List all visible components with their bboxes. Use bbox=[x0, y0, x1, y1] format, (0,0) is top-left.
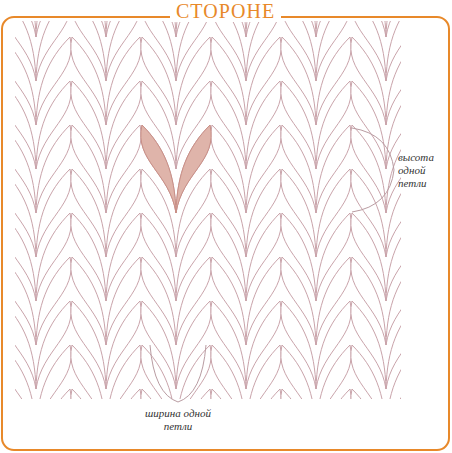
stitch-leg bbox=[106, 345, 141, 399]
stitch-leg bbox=[36, 389, 71, 399]
stitch-leg bbox=[316, 345, 351, 399]
heading: СТОРОНЕ bbox=[170, 0, 281, 22]
stitch-leg bbox=[211, 389, 246, 399]
stitch-leg bbox=[386, 389, 401, 399]
frame-border bbox=[2, 17, 449, 450]
height-bracket bbox=[352, 128, 394, 212]
stitch-leg bbox=[246, 345, 281, 399]
stitch-leg bbox=[15, 389, 36, 399]
stitch-leg bbox=[141, 389, 176, 399]
stitch-leg bbox=[106, 389, 141, 399]
dimension-label: ширина одной петли bbox=[133, 407, 223, 433]
stitch-leg bbox=[15, 345, 36, 399]
stitch-leg bbox=[246, 389, 281, 399]
stitch-leg bbox=[141, 345, 176, 399]
stitch-leg bbox=[176, 345, 211, 399]
dimension-label: высота одной петли bbox=[398, 151, 448, 190]
width-bracket bbox=[150, 345, 206, 402]
stitch-leg bbox=[281, 345, 316, 399]
stitch-leg bbox=[36, 345, 71, 399]
stitch-grid bbox=[15, 21, 401, 399]
stitch-leg bbox=[71, 389, 106, 399]
stitch-leg bbox=[211, 345, 246, 399]
stitch-leg bbox=[71, 345, 106, 399]
highlight-stitch bbox=[176, 125, 211, 213]
stitch-leg bbox=[351, 345, 386, 399]
stitch-leg bbox=[281, 389, 316, 399]
stitch-leg bbox=[351, 389, 386, 399]
highlight-stitch bbox=[141, 125, 176, 213]
stitch-leg bbox=[316, 389, 351, 399]
stitch-leg bbox=[386, 345, 401, 399]
